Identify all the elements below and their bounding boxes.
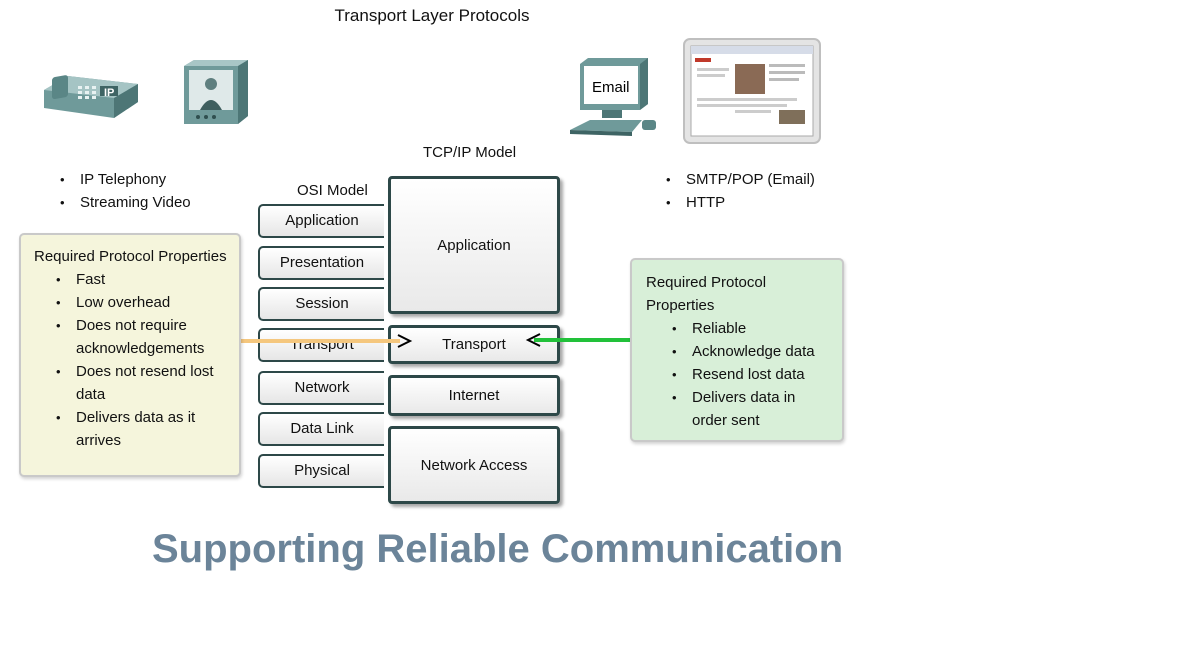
list-item: Fast [52,268,239,291]
video-monitor-icon [184,60,248,124]
udp-arrow-head [397,334,413,348]
udp-properties-list: Fast Low overhead Does not require ackno… [52,268,239,452]
tcpip-layer-application: Application [388,176,560,314]
list-item: Low overhead [52,291,239,314]
udp-properties-panel: Required Protocol Properties Fast Low ov… [19,233,241,477]
diagram-title: Transport Layer Protocols [334,6,530,25]
osi-layer-physical: Physical [258,454,384,488]
tcp-properties-list: Reliable Acknowledge data Resend lost da… [668,317,842,432]
tcp-arrow-head [525,333,541,347]
list-item: Streaming Video [56,191,191,214]
tcpip-layer-network-access: Network Access [388,426,560,504]
section-heading: Supporting Reliable Communication [152,527,844,571]
right-app-list: SMTP/POP (Email) HTTP [662,168,815,214]
email-computer-icon [570,58,656,136]
list-item: Resend lost data [668,363,842,386]
tcpip-layer-internet: Internet [388,375,560,416]
list-item: Does not resend lost data [52,360,226,406]
osi-layer-transport: Transport [258,328,384,362]
email-icon-label: Email [592,79,630,96]
list-item: Reliable [668,317,842,340]
osi-layer-network: Network [258,371,384,405]
left-app-list: IP Telephony Streaming Video [56,168,191,214]
tcp-panel-heading: Required Protocol Properties [646,274,767,314]
tcpip-layer-transport: Transport [388,325,560,364]
osi-layer-session: Session [258,287,384,321]
osi-layer-presentation: Presentation [258,246,384,280]
list-item: Acknowledge data [668,340,842,363]
list-item: Delivers data in order sent [668,386,812,432]
osi-model-label: OSI Model [297,182,368,199]
udp-panel-heading: Required Protocol Properties [34,248,227,265]
list-item: HTTP [662,191,815,214]
tcp-properties-panel: Required Protocol Properties Reliable Ac… [630,258,844,442]
list-item: SMTP/POP (Email) [662,168,815,191]
web-browser-icon [683,38,821,144]
ip-phone-label: IP [104,87,115,99]
list-item: Does not require acknowledgements [52,314,226,360]
list-item: Delivers data as it arrives [52,406,216,452]
osi-layer-data-link: Data Link [258,412,384,446]
list-item: IP Telephony [56,168,191,191]
tcpip-model-label: TCP/IP Model [423,144,517,161]
ip-phone-icon [44,75,138,118]
osi-layer-application: Application [258,204,384,238]
